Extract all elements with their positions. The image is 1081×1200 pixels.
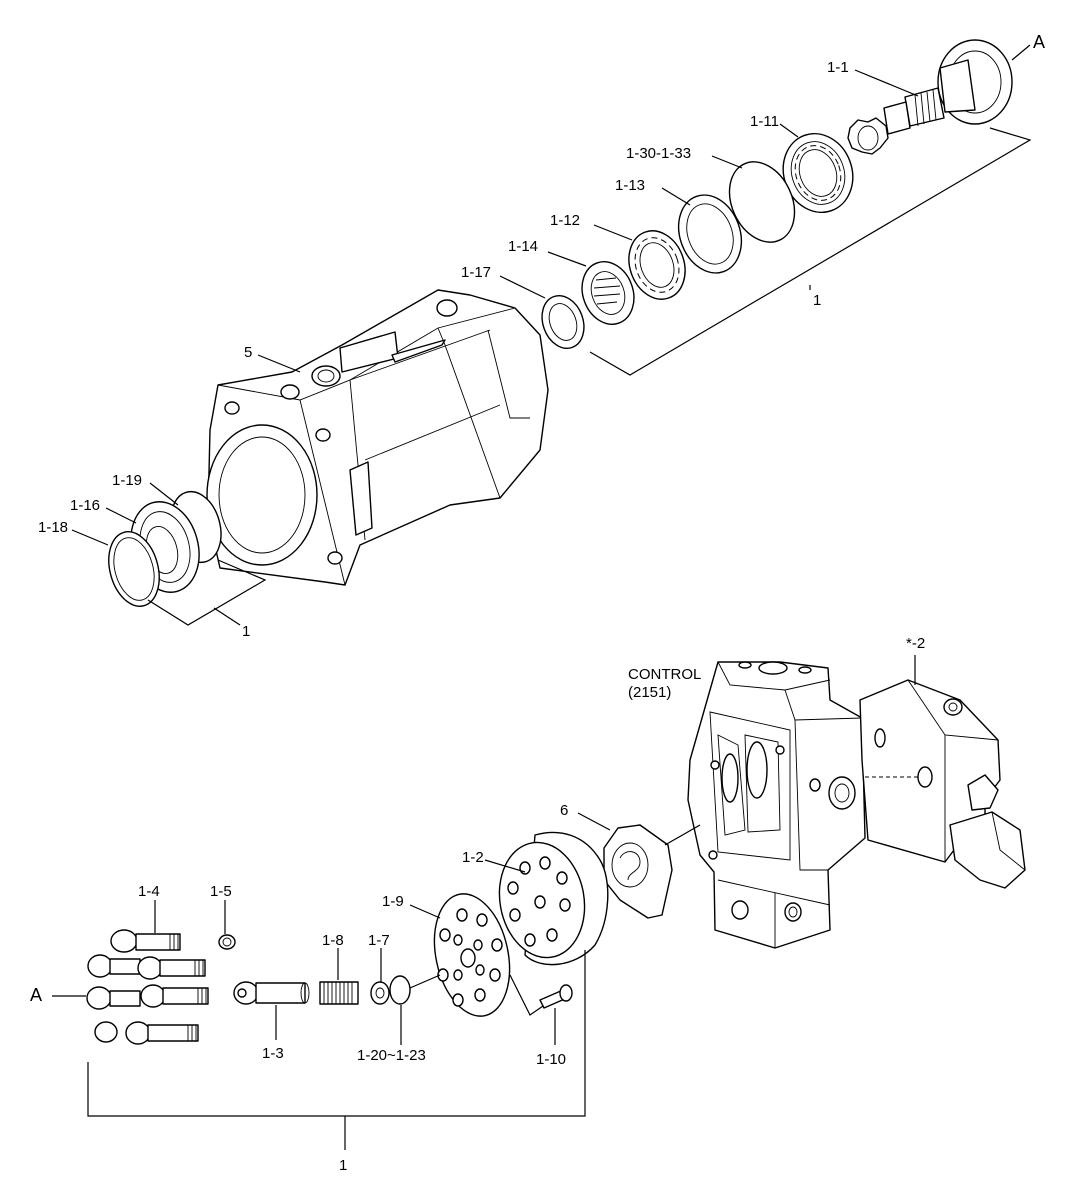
valve-plate-1-9: [409, 893, 511, 1017]
label-1-14: 1-14: [508, 238, 538, 255]
plate-6: [577, 812, 701, 919]
label-1-7: 1-7: [368, 932, 390, 949]
label-2: *-2: [906, 635, 925, 652]
label-1-30-1-33: 1-30-1-33: [626, 145, 691, 162]
shaft-gear: [847, 117, 889, 155]
pistons-group: [86, 954, 209, 1045]
label-a-left: A: [30, 985, 42, 1005]
ring-1-17: [541, 295, 585, 349]
label-1-top: 1: [813, 292, 821, 309]
label-1-1: 1-1: [827, 59, 849, 76]
label-1-17: 1-17: [461, 264, 491, 281]
piston-1-3: [233, 981, 310, 1005]
label-1-20-1-23: 1-20~1-23: [357, 1047, 426, 1064]
label-1-19: 1-19: [112, 472, 142, 489]
label-1-2: 1-2: [462, 849, 484, 866]
labels: A 1-1 1-11 1-30-1-33 1-13 1-12 1-14 1-17…: [30, 32, 1045, 1174]
label-1-5: 1-5: [210, 883, 232, 900]
spring-1-8: [319, 981, 359, 1005]
label-1-9: 1-9: [382, 893, 404, 910]
top-leaders: [499, 44, 1032, 376]
lower-leaders: [52, 900, 586, 1150]
label-control: CONTROL: [628, 666, 701, 683]
label-1-10: 1-10: [536, 1051, 566, 1068]
label-control-ref: (2151): [628, 684, 671, 701]
nut-1-14: [581, 261, 635, 325]
piston-1-4: [110, 929, 236, 953]
control-block: [687, 661, 866, 949]
label-6: 6: [560, 802, 568, 819]
label-1-mid: 1: [242, 623, 250, 640]
label-1-8: 1-8: [322, 932, 344, 949]
label-1-4: 1-4: [138, 883, 160, 900]
label-1-11: 1-11: [750, 113, 779, 130]
snap-ring-1-18: [108, 531, 160, 607]
label-a-top: A: [1033, 32, 1045, 52]
label-5: 5: [244, 344, 252, 361]
shim-1-30: [728, 161, 796, 243]
screw-1-10: [509, 974, 573, 1045]
cylinder-block-1-2: [484, 831, 609, 966]
label-1-13: 1-13: [615, 177, 645, 194]
label-1-18: 1-18: [38, 519, 68, 536]
bearing-1-12: [628, 230, 686, 300]
label-1-12: 1-12: [550, 212, 580, 229]
shim-1-20: [389, 974, 441, 1005]
shaft-flange: [883, 39, 1013, 135]
label-1-bottom: 1: [339, 1157, 347, 1174]
washer-1-7: [370, 981, 390, 1005]
label-1-3: 1-3: [262, 1045, 284, 1062]
bearing-1-11: [782, 132, 854, 214]
label-1-16: 1-16: [70, 497, 100, 514]
ring-1-13: [677, 194, 743, 274]
lower-left-leaders: [71, 482, 267, 626]
housing-5: [206, 289, 549, 586]
control-cover-2: [859, 655, 1026, 889]
